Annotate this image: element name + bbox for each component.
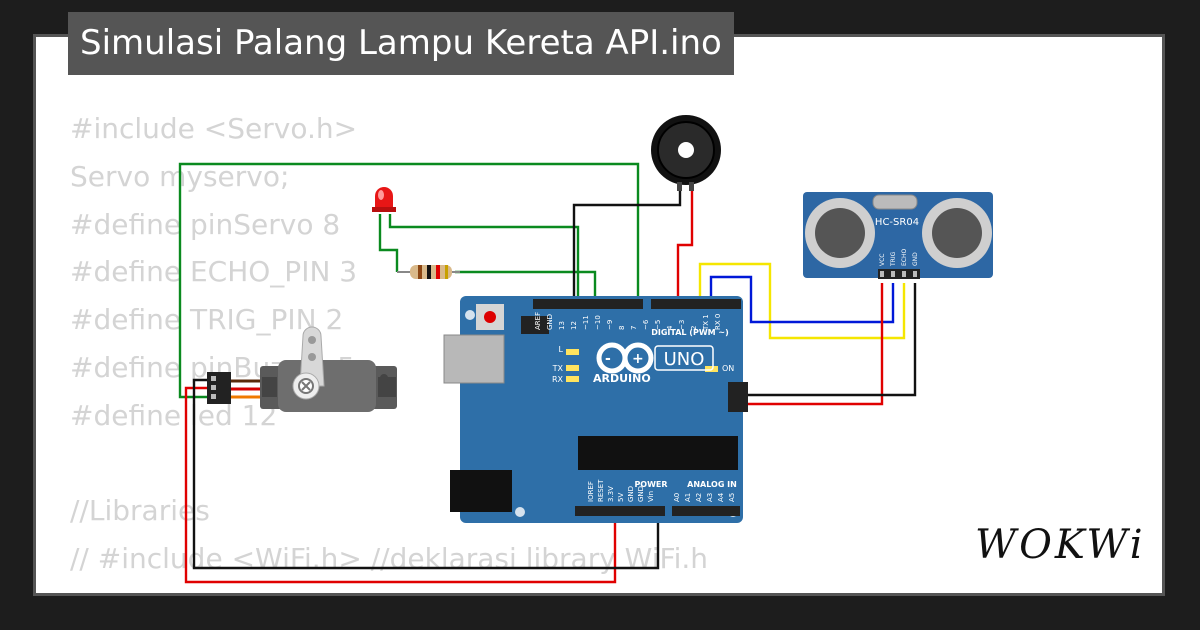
rx-led-label: RX bbox=[552, 375, 564, 384]
code-line: // #include <WiFi.h> //deklarasi library… bbox=[70, 542, 709, 576]
power-header-label: POWER bbox=[634, 480, 667, 489]
code-line: #include <Servo.h> bbox=[70, 112, 358, 145]
code-line: // #include <WiFiClient.h> //deklarasi l… bbox=[70, 583, 870, 593]
analog-header-label: ANALOG IN bbox=[687, 480, 737, 489]
pin-label: 8 bbox=[618, 326, 626, 330]
pin-label: ECHO bbox=[901, 249, 908, 266]
pin-label: VCC bbox=[879, 254, 886, 266]
pin-label: 7 bbox=[630, 326, 638, 330]
arduino-uno-board[interactable]: - + UNO ARDUINO DIGITAL (PWM ~) ANALOG I… bbox=[443, 296, 748, 523]
pin-label: A1 bbox=[684, 493, 692, 502]
wokwi-logo: WOKWi bbox=[975, 522, 1146, 568]
pin-label: A5 bbox=[728, 493, 736, 502]
on-led-label: ON bbox=[722, 364, 734, 373]
wire-trig-pin2 bbox=[698, 262, 906, 340]
code-line: #define pinServo 8 bbox=[70, 207, 341, 241]
wire-buzzer-pin5 bbox=[676, 190, 694, 305]
ultrasonic-sensor[interactable]: HC-SR04 VCC TRIG ECHO GND bbox=[803, 192, 993, 279]
pin-label: A4 bbox=[717, 492, 725, 502]
code-line: #define ECHO_PIN 3 bbox=[70, 255, 358, 289]
pin-label: AREF bbox=[534, 312, 542, 330]
wire-led-gnd bbox=[388, 214, 580, 305]
piezo-buzzer[interactable] bbox=[651, 115, 721, 191]
code-line: #define led 12 bbox=[70, 398, 278, 432]
pin-label: GND bbox=[627, 486, 635, 502]
pin-label: 5V bbox=[617, 493, 625, 502]
pin-label: 2 bbox=[690, 326, 698, 330]
pin-label: 13 bbox=[558, 321, 566, 330]
code-line: #define TRIG_PIN 2 bbox=[70, 303, 344, 337]
pin-label: A2 bbox=[695, 493, 703, 502]
board-model-label: UNO bbox=[664, 349, 705, 370]
pin-label: TRIG bbox=[890, 251, 897, 267]
svg-text:-: - bbox=[605, 351, 611, 367]
servo-motor[interactable] bbox=[207, 326, 397, 412]
pin-label: ~3 bbox=[678, 320, 686, 330]
board-brand-label: ARDUINO bbox=[593, 372, 651, 385]
pin-label: 12 bbox=[570, 321, 578, 330]
pin-label: ~5 bbox=[654, 320, 662, 330]
pin-label: 4 bbox=[666, 325, 674, 330]
pin-label: IOREF bbox=[587, 481, 595, 502]
svg-text:+: + bbox=[632, 351, 644, 367]
pin-label: ~10 bbox=[594, 315, 602, 330]
tx-led-label: TX bbox=[552, 364, 564, 373]
wire-buzzer-gnd bbox=[572, 190, 682, 305]
pin-label: TX 1 bbox=[702, 314, 710, 331]
pin-label: 3.3V bbox=[607, 486, 615, 502]
pin-label: A3 bbox=[706, 493, 714, 502]
pin-label: A0 bbox=[673, 493, 681, 502]
pin-label: ~11 bbox=[582, 315, 590, 330]
sensor-model-label: HC-SR04 bbox=[875, 217, 919, 228]
pin-label: GND bbox=[546, 314, 554, 330]
wire-servo-signal bbox=[178, 162, 640, 399]
wire-servo-vcc bbox=[184, 386, 617, 584]
pin-label: RX 0 bbox=[714, 314, 722, 330]
pin-label: RESET bbox=[597, 479, 605, 502]
pin-label: GND bbox=[637, 486, 645, 502]
l-led-label: L bbox=[559, 345, 564, 354]
project-title[interactable]: Simulasi Palang Lampu Kereta API.ino bbox=[68, 12, 734, 75]
resistor[interactable] bbox=[397, 265, 460, 279]
red-led[interactable] bbox=[372, 187, 396, 212]
digital-header-label: DIGITAL (PWM ~) bbox=[651, 328, 729, 337]
wire-led-pin12 bbox=[378, 214, 399, 272]
pin-label: Vin bbox=[647, 491, 655, 502]
wire-echo-pin3 bbox=[709, 275, 895, 324]
pin-label: GND bbox=[912, 252, 919, 266]
pin-label: ~6 bbox=[642, 319, 650, 330]
wire-resistor-pin12 bbox=[455, 270, 597, 305]
sensor-pin-labels: VCC TRIG ECHO GND bbox=[879, 249, 919, 267]
pin-label: ~9 bbox=[606, 320, 614, 330]
